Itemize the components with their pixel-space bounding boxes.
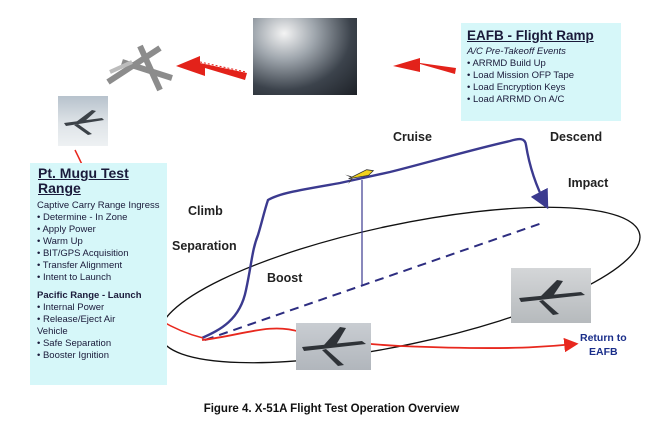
eafb-box-title: EAFB - Flight Ramp — [467, 28, 594, 43]
x51a-vehicle-icon — [345, 169, 375, 185]
list-item: • Internal Power — [37, 302, 105, 313]
label-separation: Separation — [172, 239, 237, 253]
ingress-heading: Captive Carry Range Ingress — [37, 200, 160, 211]
label-boost: Boost — [267, 271, 303, 285]
b52-silhouette-icon — [519, 280, 585, 315]
eafb-flight-ramp-box: EAFB - Flight Ramp A/C Pre-Takeoff Event… — [461, 23, 621, 121]
label-cruise: Cruise — [393, 130, 432, 144]
label-descend: Descend — [550, 130, 603, 144]
label-impact: Impact — [568, 176, 609, 190]
mugu-box-title: Pt. Mugu Test Range — [38, 165, 129, 196]
list-item: • Intent to Launch — [37, 272, 112, 283]
chase-aircraft-photo — [511, 268, 591, 323]
list-item: • Load Encryption Keys — [467, 82, 566, 93]
list-item: • Load ARRMD On A/C — [467, 94, 565, 105]
pt-mugu-test-range-box: Pt. Mugu Test Range Captive Carry Range … — [30, 163, 167, 385]
list-item: • Release/Eject Air — [37, 314, 116, 325]
eafb-subtitle: A/C Pre-Takeoff Events — [467, 46, 566, 57]
list-item: • Safe Separation — [37, 338, 112, 349]
figure-caption: Figure 4. X-51A Flight Test Operation Ov… — [203, 403, 460, 415]
flight-ramp-photo — [253, 18, 357, 95]
label-climb: Climb — [188, 204, 223, 218]
list-item: • Load Mission OFP Tape — [467, 70, 575, 81]
list-item: Vehicle — [37, 326, 68, 337]
aircraft-in-flight-photo — [58, 96, 108, 146]
label-return-to-eafb: Return to EAFB — [580, 331, 627, 359]
return-line-1: Return to — [580, 332, 627, 344]
list-item: • Booster Ignition — [37, 350, 109, 361]
return-arrow-icon — [393, 58, 456, 74]
ferry-path-return — [201, 327, 579, 353]
list-item: • ARRMD Build Up — [467, 58, 546, 69]
list-item: • BIT/GPS Acquisition — [37, 248, 129, 259]
return-arrow-icon — [176, 56, 247, 80]
b52-silhouette-icon — [64, 110, 104, 135]
b52-silhouette-icon — [302, 327, 366, 366]
airfield-runway-icon — [106, 44, 173, 92]
flight-trajectory — [201, 137, 549, 340]
list-item: • Determine - In Zone — [37, 212, 128, 223]
mugu-event-list: Captive Carry Range Ingress • Determine … — [37, 200, 160, 362]
eafb-event-list: A/C Pre-Takeoff Events • ARRMD Build Up … — [467, 46, 574, 106]
launch-heading: Pacific Range - Launch — [37, 290, 142, 301]
vehicle-drop-photo — [296, 323, 371, 370]
list-item: • Apply Power — [37, 224, 96, 235]
return-line-2: EAFB — [589, 346, 618, 358]
list-item: • Warm Up — [37, 236, 83, 247]
list-item: • Transfer Alignment — [37, 260, 123, 271]
